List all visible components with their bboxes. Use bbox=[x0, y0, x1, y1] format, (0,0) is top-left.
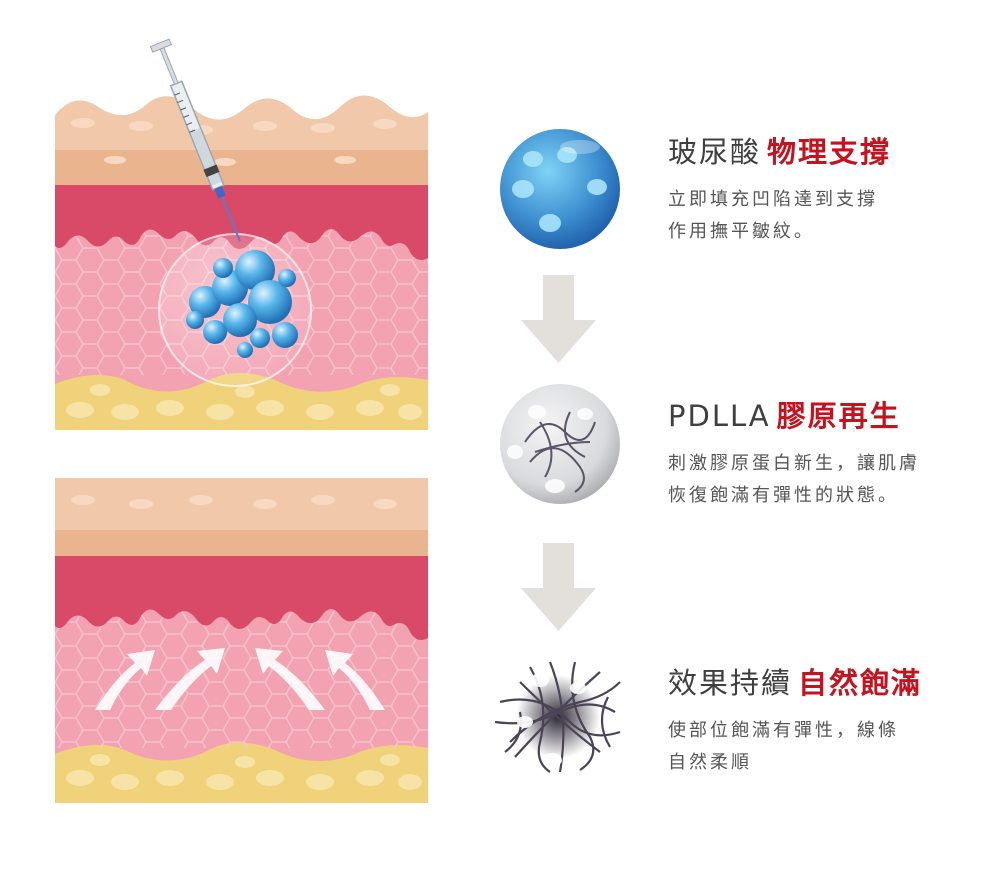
step-description: 刺激膠原蛋白新生，讓肌膚 恢復飽滿有彈性的狀態。 bbox=[668, 453, 920, 506]
skin-result-illustration bbox=[55, 478, 428, 803]
hyaluronic-bubbles-icon bbox=[186, 250, 298, 358]
syringe-icon bbox=[149, 38, 241, 242]
step-lasting: 效果持續自然飽滿 使部位飽滿有彈性，線條 自然柔順 bbox=[668, 663, 922, 779]
step-description: 立即填充凹陷達到支撐 作用撫平皺紋。 bbox=[668, 189, 878, 242]
step-title: 效果持續自然飽滿 bbox=[668, 666, 923, 700]
step-description: 使部位飽滿有彈性，線條 自然柔順 bbox=[668, 720, 899, 773]
up-arrows-icon bbox=[95, 648, 385, 710]
down-arrow-icon bbox=[521, 543, 596, 637]
skin-injection-illustration bbox=[55, 20, 428, 430]
fiber-cluster-icon bbox=[480, 652, 635, 786]
down-arrow-icon bbox=[521, 275, 596, 369]
step-title: 玻尿酸物理支撐 bbox=[668, 135, 892, 169]
step-hyaluronic: 玻尿酸物理支撐 立即填充凹陷達到支撐 作用撫平皺紋。 bbox=[668, 132, 891, 248]
fiber-sphere-icon bbox=[485, 382, 635, 511]
blue-sphere-icon bbox=[485, 127, 635, 256]
